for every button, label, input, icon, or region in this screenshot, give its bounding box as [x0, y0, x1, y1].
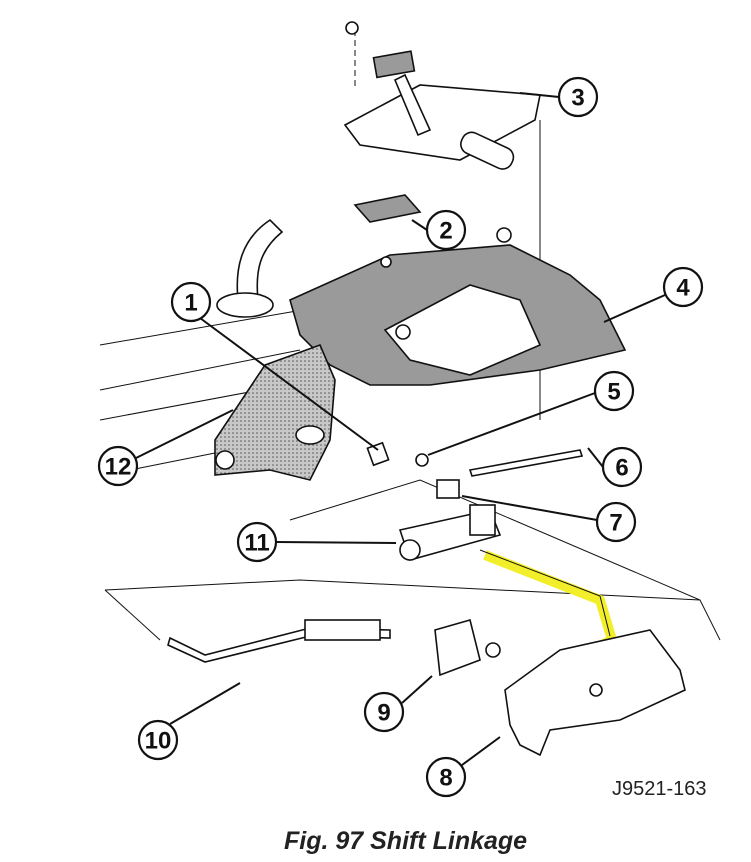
- leader-lines: [135, 92, 666, 766]
- svg-text:5: 5: [607, 379, 620, 406]
- callout-4: 4: [662, 266, 704, 308]
- svg-text:12: 12: [105, 454, 132, 481]
- bracket-part-12: [214, 343, 336, 481]
- clip-part-1: [366, 441, 390, 467]
- figure-id: J9521-163: [612, 778, 707, 800]
- cable-boot: [236, 218, 284, 301]
- svg-text:9: 9: [377, 700, 390, 727]
- svg-text:6: 6: [615, 455, 628, 482]
- pad-part-2: [353, 194, 422, 223]
- callout-10: 10: [137, 719, 179, 761]
- svg-text:7: 7: [609, 510, 622, 537]
- console-opening: [383, 284, 542, 376]
- svg-text:11: 11: [244, 530, 269, 557]
- svg-text:10: 10: [145, 728, 172, 755]
- callout-7: 7: [595, 501, 637, 543]
- figure-caption: Fig. 97 Shift Linkage: [284, 827, 528, 855]
- rod-part-10: [167, 619, 391, 663]
- svg-text:2: 2: [439, 218, 452, 245]
- callout-8: 8: [425, 756, 467, 798]
- svg-text:4: 4: [676, 275, 690, 302]
- lever-part-11: [398, 504, 502, 561]
- rod-part-6: [468, 449, 584, 477]
- callout-3: 3: [557, 76, 599, 118]
- link-part-9: [434, 619, 481, 677]
- fasteners: [380, 227, 512, 467]
- callout-6: 6: [601, 446, 643, 488]
- svg-text:8: 8: [439, 765, 452, 792]
- block-part-7: [436, 479, 460, 499]
- callout-12: 12: [97, 445, 139, 487]
- callout-2: 2: [425, 209, 467, 251]
- svg-text:3: 3: [571, 85, 584, 112]
- shifter-assembly-part-3: [343, 21, 541, 170]
- callout-11: 11: [236, 521, 278, 563]
- callout-9: 9: [363, 691, 405, 733]
- callout-5: 5: [593, 370, 635, 412]
- svg-text:1: 1: [184, 290, 197, 317]
- callout-1: 1: [170, 281, 212, 323]
